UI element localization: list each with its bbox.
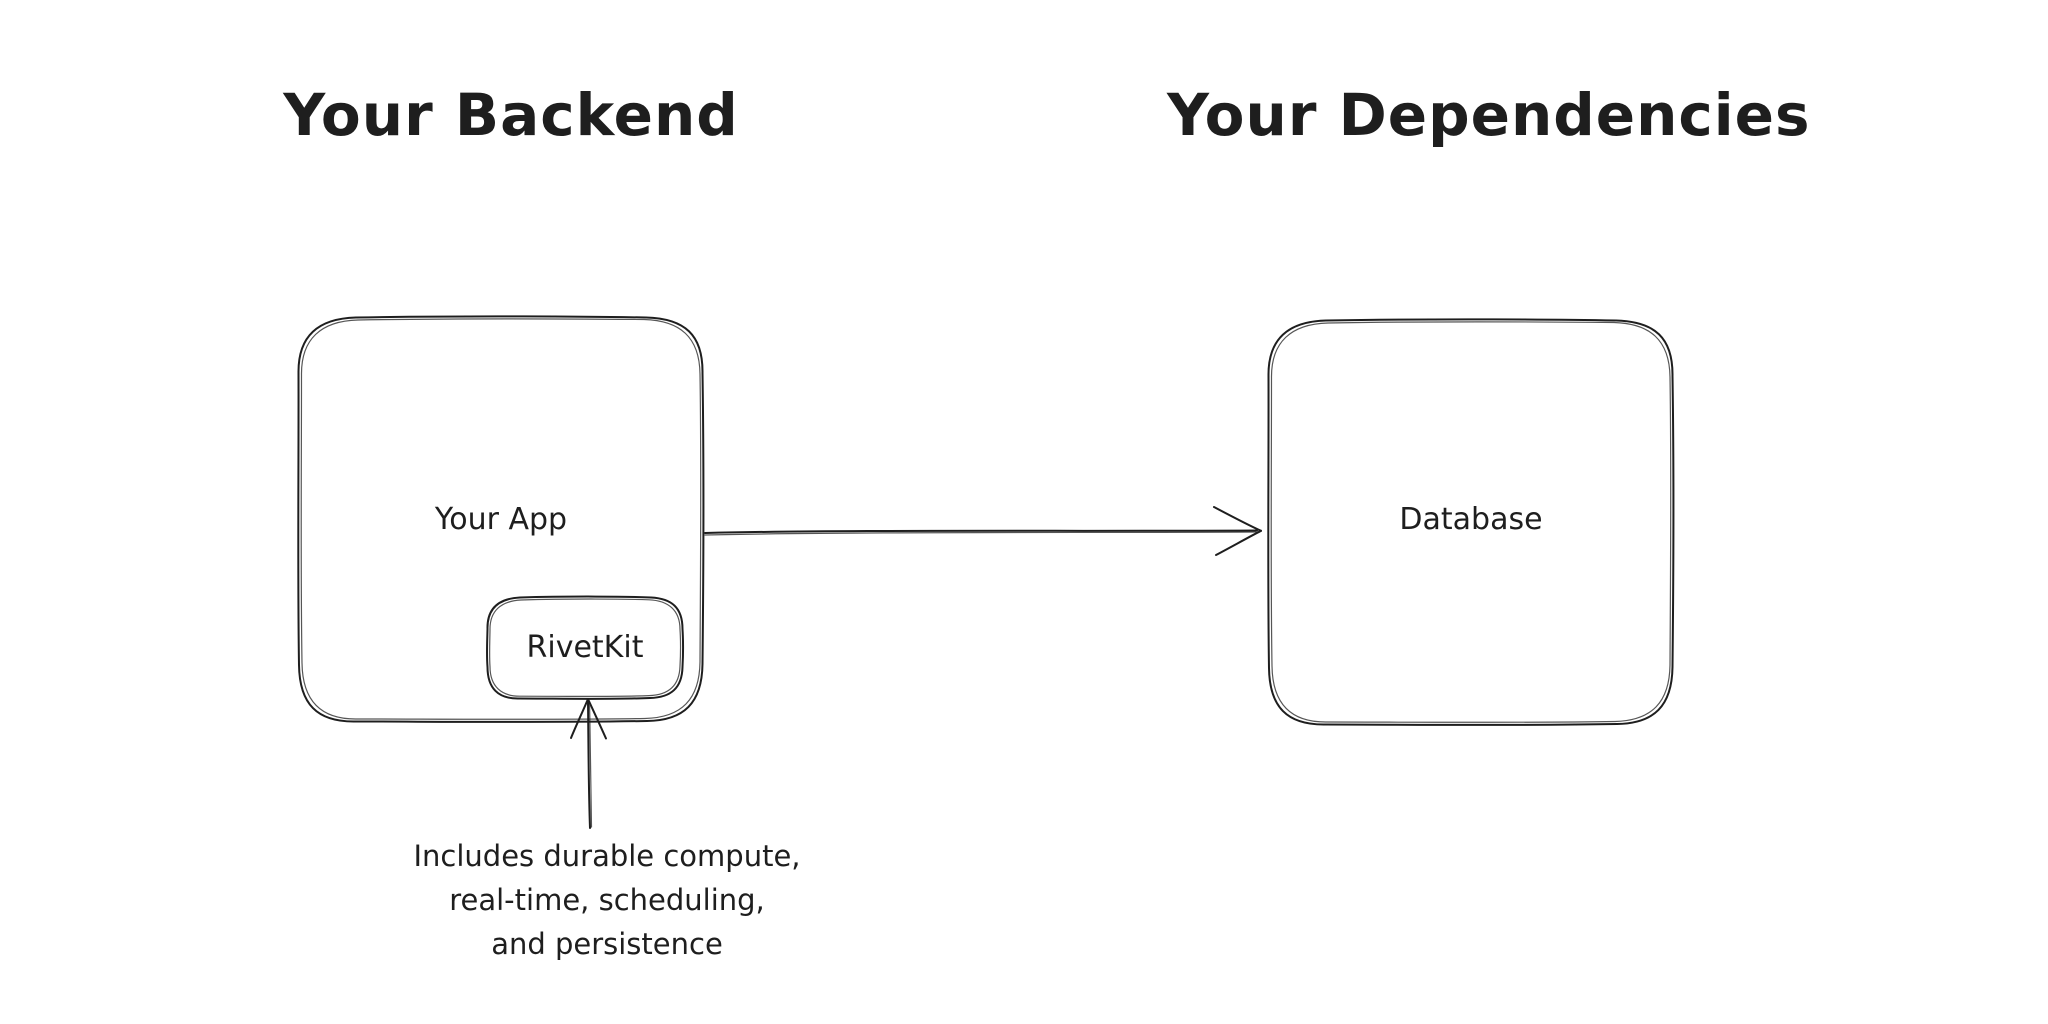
database-label: Database [1399, 502, 1543, 537]
annotation-line-3: and persistence [491, 927, 723, 961]
dependencies-section-title: Your Dependencies [1167, 81, 1811, 149]
annotation-line-2: real-time, scheduling, [449, 883, 765, 917]
arrow-annotation-to-rivetkit [570, 698, 607, 829]
rivetkit-label: RivetKit [526, 630, 644, 665]
arrow-app-to-database [704, 506, 1262, 556]
annotation-line-1: Includes durable compute, [413, 839, 801, 873]
your-app-box [297, 315, 705, 723]
database-box [1267, 318, 1675, 726]
backend-section-title: Your Backend [283, 81, 739, 149]
rivetkit-annotation: Includes durable compute, real-time, sch… [407, 834, 807, 966]
rivetkit-box [485, 595, 685, 700]
your-app-label: Your App [434, 502, 568, 537]
